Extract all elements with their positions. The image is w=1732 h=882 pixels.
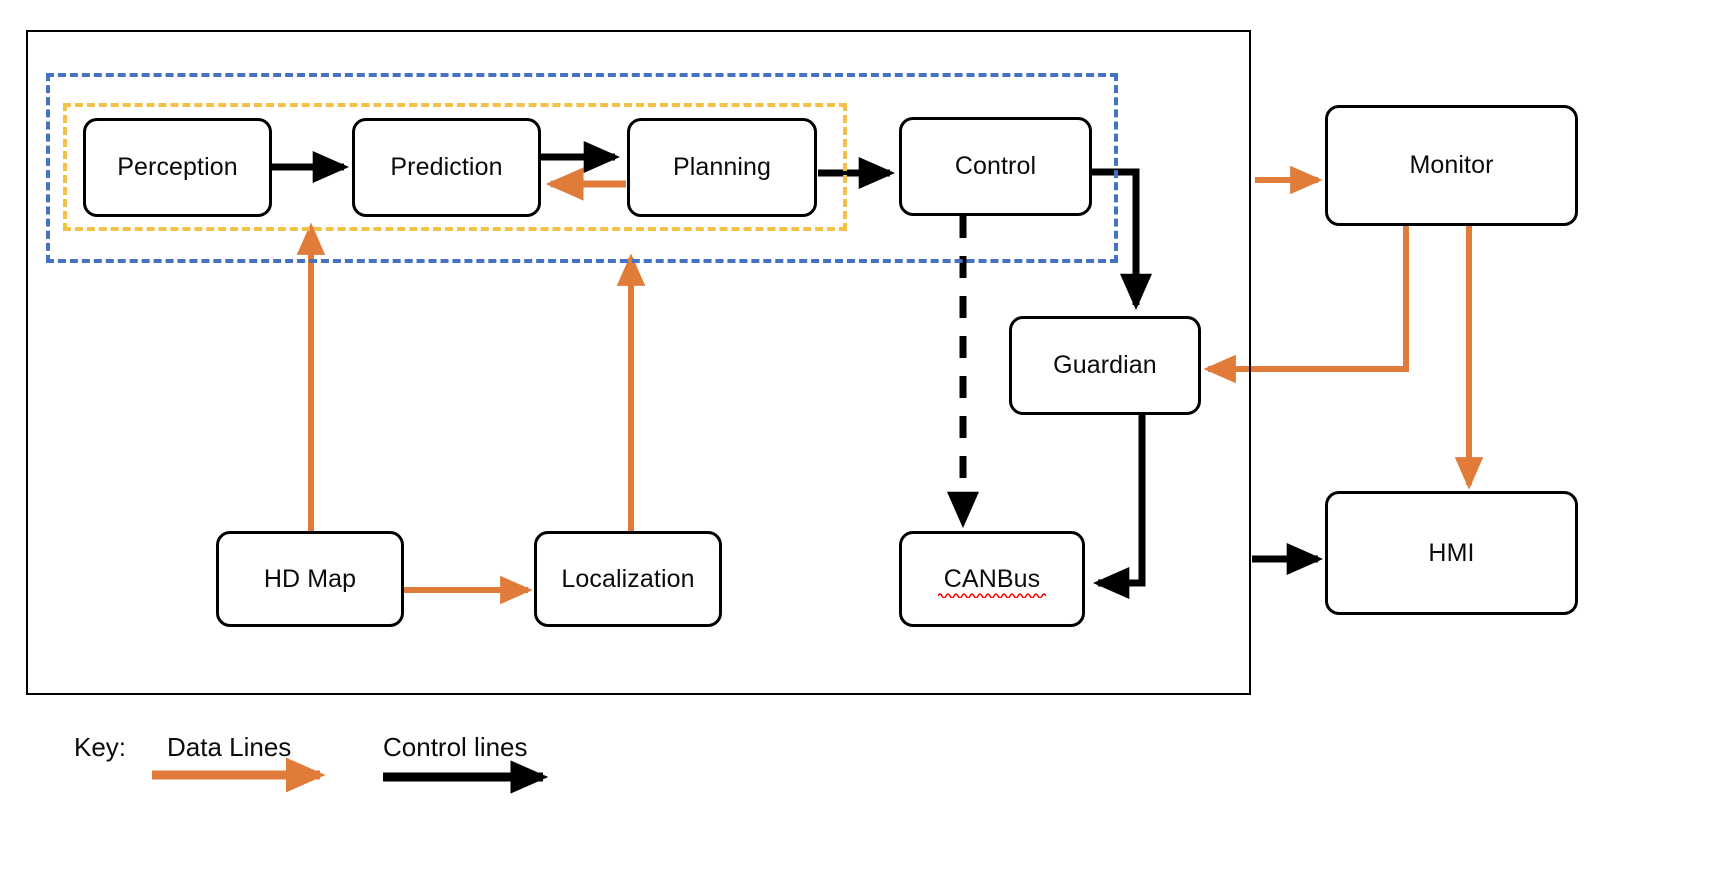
node-planning-label: Planning [672,153,772,181]
node-monitor[interactable]: Monitor [1325,105,1578,226]
node-hmi[interactable]: HMI [1325,491,1578,615]
node-control[interactable]: Control [899,117,1092,216]
node-prediction[interactable]: Prediction [352,118,541,217]
key-title: Key: [74,732,127,762]
group-inner-dashed [63,103,847,231]
node-guardian[interactable]: Guardian [1009,316,1201,415]
node-canbus-label: CANBus [943,564,1041,593]
key-item-data-lines-label: Data Lines [167,732,292,762]
key-item-control-lines-label: Control lines [383,732,528,762]
node-planning[interactable]: Planning [627,118,817,217]
node-guardian-label: Guardian [1053,351,1157,379]
node-perception-label: Perception [117,153,238,181]
node-localization[interactable]: Localization [534,531,722,627]
node-hmi-label: HMI [1428,538,1475,567]
node-monitor-label: Monitor [1409,151,1494,179]
node-perception[interactable]: Perception [83,118,272,217]
node-canbus[interactable]: CANBus [899,531,1085,627]
group-outer-dashed [46,73,1118,263]
node-hdmap[interactable]: HD Map [216,531,404,627]
node-localization-label: Localization [561,564,695,593]
node-prediction-label: Prediction [390,153,503,181]
node-hdmap-label: HD Map [263,564,357,593]
node-control-label: Control [954,152,1037,180]
